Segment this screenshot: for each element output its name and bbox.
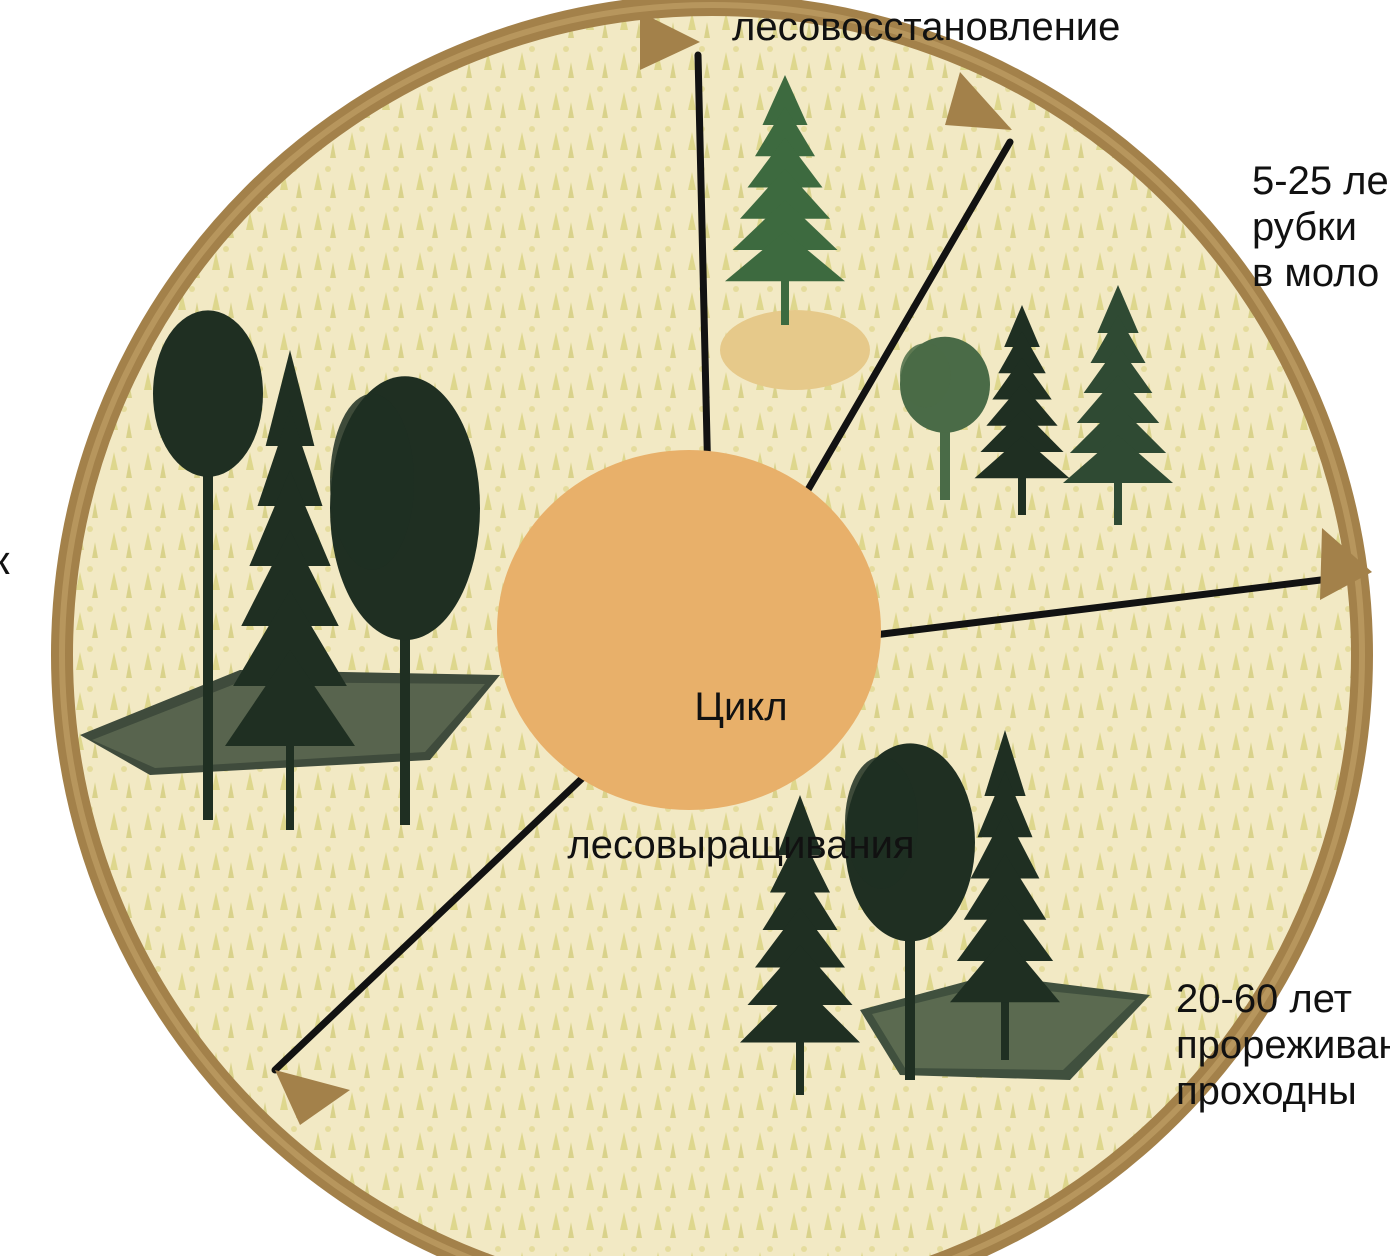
label-thinning-cuttings: 20-60 лет прореживан проходны xyxy=(1176,976,1390,1114)
label-left-partial: к xyxy=(0,538,10,584)
label-forest-regeneration: лесовосстановление xyxy=(732,4,1120,50)
center-title-line2: лесовыращивания xyxy=(540,822,942,868)
center-title: Цикл лесовыращивания xyxy=(540,592,942,914)
soil-mound xyxy=(720,310,870,390)
center-title-line1: Цикл xyxy=(540,684,942,730)
label-young-stand-cuttings: 5-25 ле рубки в моло xyxy=(1252,158,1389,296)
